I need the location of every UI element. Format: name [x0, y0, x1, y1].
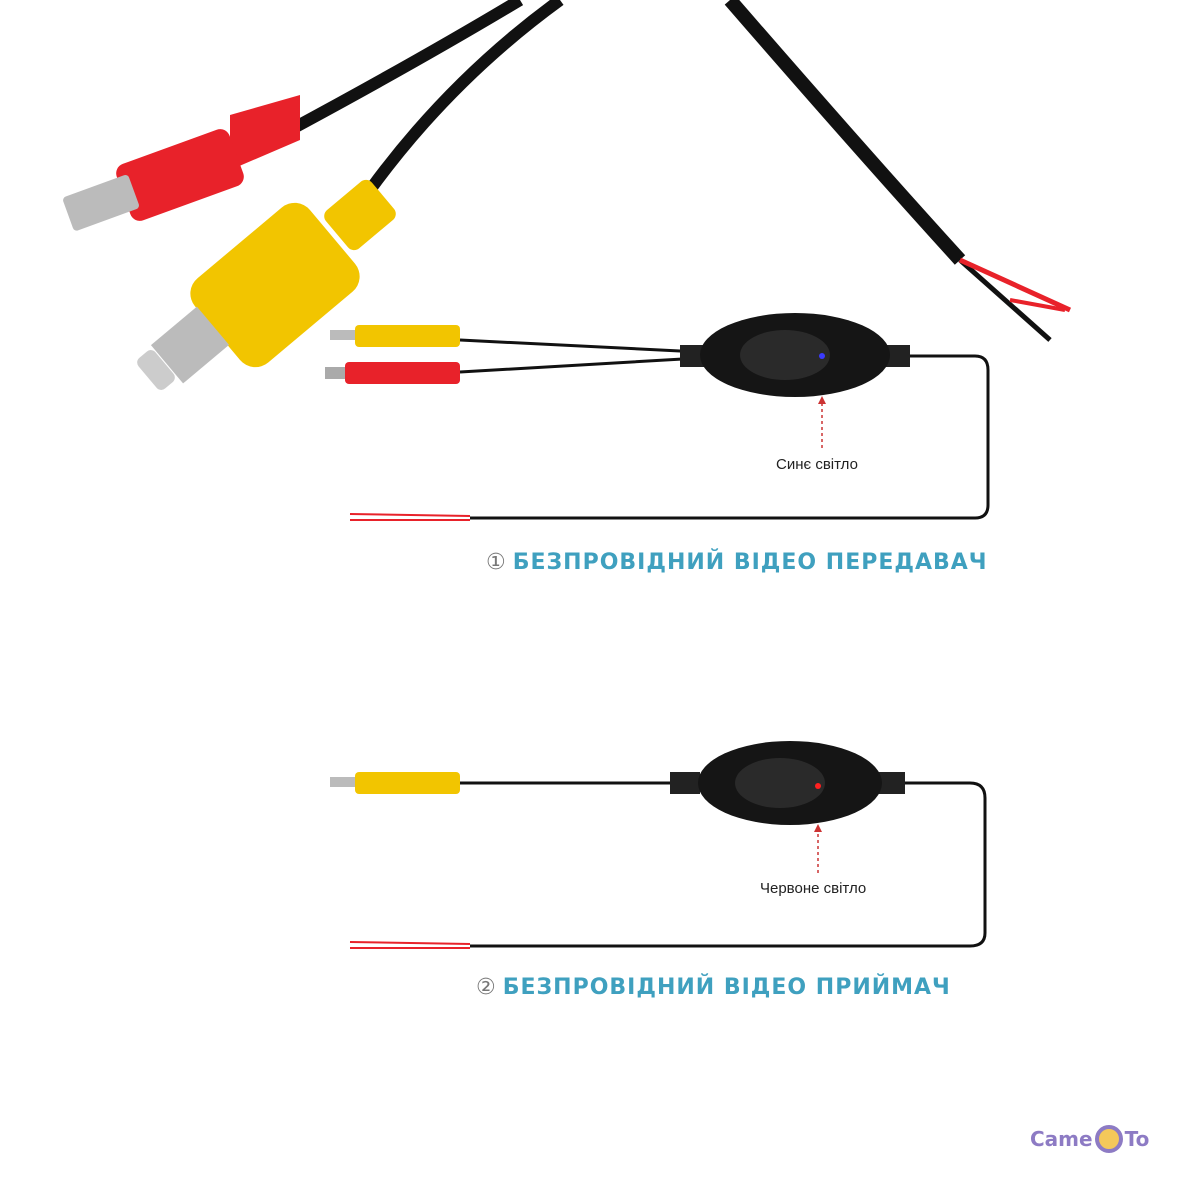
dc-power-plug-closeup — [63, 95, 300, 231]
transmitter-caption: ①Безпровідний відео передавач — [486, 550, 988, 575]
caption-text: Безпровідний відео передавач — [512, 550, 988, 575]
receiver-diagram — [330, 741, 987, 949]
logo-left-text: Came — [1030, 1127, 1093, 1151]
brand-logo: Came To — [1030, 1125, 1149, 1153]
camera-lens-icon — [1094, 1125, 1123, 1153]
red-light-label: Червоне світло — [760, 880, 867, 897]
caption-number: ① — [486, 550, 507, 575]
blue-led-icon — [819, 353, 825, 359]
receiver-caption: ②Безпровідний відео приймач — [476, 975, 951, 1000]
red-led-icon — [815, 783, 821, 789]
caption-number: ② — [476, 975, 497, 1000]
blue-light-label: Синє світло — [776, 456, 858, 473]
closeup-cables — [287, 0, 1072, 342]
rca-plug-closeup — [137, 179, 396, 390]
transmitter-diagram — [325, 313, 990, 521]
caption-text: Безпровідний відео приймач — [502, 975, 951, 1000]
logo-right-text: To — [1124, 1127, 1150, 1151]
